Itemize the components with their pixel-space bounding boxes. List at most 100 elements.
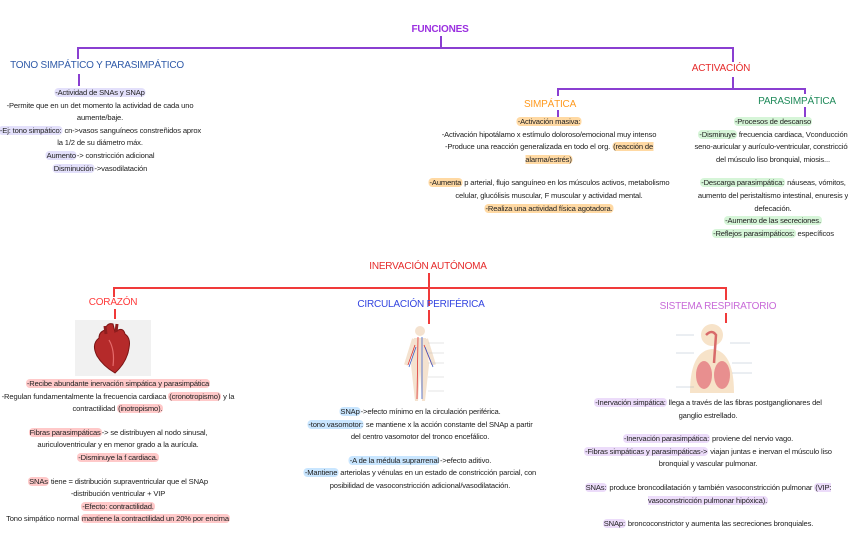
note-text: -Regulan fundamentalmente la frecuencia … (1, 391, 169, 401)
connector-line (77, 47, 733, 49)
note-paragraph: -Ej: tono simpático: cn->vasos sanguíneo… (0, 125, 203, 150)
note-text: ->vasodilatación (94, 163, 148, 173)
highlighted-text: -tono vasomotor: (307, 419, 364, 429)
note-text: produce broncodilatación y también vasoc… (607, 482, 815, 492)
tono-notes: -Actividad de SNAs y SNAp -Permite que en… (0, 87, 203, 175)
spacer (303, 444, 538, 455)
heart-illustration (75, 320, 151, 376)
highlighted-text: -Fibras simpáticas y parasimpáticas-> (584, 446, 709, 456)
connector-line (725, 313, 727, 323)
note-text: ->efecto mínimo en la circulación perifé… (360, 407, 501, 416)
note-text: náuseas, vómitos, aumento del peristalti… (697, 178, 848, 213)
note-paragraph: -Permite que en un det momento la activi… (0, 100, 203, 125)
note-paragraph: SNAs: produce broncodilatación y también… (583, 482, 833, 507)
note-text: y la contractilidad (72, 391, 235, 414)
note-paragraph: -A de la médula suprarrenal->efecto adit… (303, 455, 538, 468)
note-paragraph: -Disminuye la f cardiaca. (0, 452, 237, 465)
note-text: -> constricción adicional (76, 150, 155, 160)
corazon-notes: -Recibe abundante inervación simpática y… (0, 378, 237, 526)
highlighted-text: (cronotropismo) (168, 391, 222, 401)
note-text: -Produce una reacción generalizada en to… (444, 142, 613, 152)
highlighted-text: Aumento (45, 150, 77, 160)
note-paragraph: -Produce una reacción generalizada en to… (427, 141, 672, 166)
spacer (694, 166, 848, 177)
highlighted-text: SNAs: (584, 482, 608, 492)
connector-line (440, 36, 442, 47)
note-text: ->efecto aditivo. (439, 455, 492, 465)
spacer (427, 166, 672, 177)
connector-line (113, 287, 115, 297)
connector-line (557, 88, 559, 96)
connector-line (114, 309, 116, 319)
respiratory-system-illustration (676, 324, 752, 393)
note-paragraph: -Activación masiva: (427, 116, 672, 129)
circulacion-notes: SNAp->efecto mínimo en la circulación pe… (303, 406, 538, 493)
highlighted-text: -Realiza una actividad física agotadora. (484, 203, 614, 213)
connector-line (804, 88, 806, 94)
highlighted-text: SNAp: (602, 519, 626, 529)
highlighted-text: -Recibe abundante inervación simpática y… (25, 379, 211, 388)
highlighted-text: -Ej: tono simpático: (0, 125, 63, 135)
note-text: -Activación hipotálamo x estímulo doloro… (441, 129, 657, 139)
highlighted-text: -Actividad de SNAs y SNAp (54, 88, 146, 97)
simpatica-notes: -Activación masiva: -Activación hipotálam… (427, 116, 672, 215)
connector-line (113, 287, 726, 289)
note-paragraph: SNAs tiene = distribución supraventricul… (0, 476, 237, 489)
note-text: específicos (795, 228, 835, 238)
highlighted-text: mantiene la contractilidad un 20% por en… (80, 514, 230, 524)
note-text: cn->vasos sanguíneos constreñidos aprox … (57, 125, 202, 148)
note-paragraph: Disminución->vasodilatación (0, 163, 203, 176)
highlighted-text: -Reflejos parasimpáticos: (712, 228, 796, 238)
corazon-title: CORAZÓN (88, 297, 138, 308)
highlighted-text: -Efecto: contractilidad. (81, 501, 155, 511)
circulatory-system-illustration (404, 326, 444, 401)
note-paragraph: -Reflejos parasimpáticos: específicos (694, 228, 848, 241)
note-text: arteriolas y vénulas en un estado de con… (329, 468, 537, 490)
note-text: viajan juntas e inervan el músculo liso … (658, 446, 832, 469)
note-paragraph: -Inervación parasimpática: proviene del … (583, 433, 833, 446)
note-text: proviene del nervio vago. (710, 434, 794, 444)
activacion-title: ACTIVACIÓN (691, 63, 751, 74)
note-text: -Permite que en un det momento la activi… (6, 100, 194, 123)
note-text: Tono simpático normal (6, 514, 81, 524)
connector-line (428, 310, 430, 324)
note-paragraph: -Regulan fundamentalmente la frecuencia … (0, 391, 237, 416)
note-paragraph: -Aumenta p arterial, flujo sanguíneo en … (427, 177, 672, 202)
note-paragraph: -tono vasomotor: se mantiene x la acción… (303, 419, 538, 444)
note-text: frecuencia cardiaca, Vconducción seno-au… (694, 129, 848, 164)
highlighted-text: -Aumenta (428, 178, 463, 188)
note-paragraph: -Procesos de descanso (694, 116, 848, 129)
connector-line (732, 77, 734, 88)
note-paragraph: -Aumento de las secreciones. (694, 215, 848, 228)
note-paragraph: -Efecto: contractilidad. (0, 501, 237, 514)
highlighted-text: -Activación masiva: (516, 117, 582, 126)
note-paragraph: -Descarga parasimpática: náuseas, vómito… (694, 177, 848, 215)
note-paragraph: Aumento-> constricción adicional (0, 150, 203, 163)
inervacion-title: INERVACIÓN AUTÓNOMA (369, 261, 487, 272)
spacer (0, 465, 237, 476)
spacer (583, 471, 833, 482)
note-text: tiene = distribución supraventricular qu… (48, 476, 208, 486)
highlighted-text: -Inervación parasimpática: (622, 434, 711, 444)
note-text: se mantiene x la acción constante del SN… (350, 419, 533, 442)
highlighted-text: Fibras parasimpáticas (28, 427, 102, 437)
tono-title: TONO SIMPÁTICO Y PARASIMPÁTICO (10, 60, 184, 71)
highlighted-text: -Mantiene (303, 468, 339, 478)
highlighted-text: -A de la médula suprarrenal (348, 455, 440, 465)
respiratorio-title: SISTEMA RESPIRATORIO (659, 301, 777, 312)
note-paragraph: Tono simpático normal mantiene la contra… (0, 513, 237, 526)
parasimpatica-notes: -Procesos de descanso -Disminuye frecuenc… (694, 116, 848, 240)
connector-line (428, 273, 430, 306)
connector-line (732, 47, 734, 62)
highlighted-text: -Disminuye (698, 129, 737, 139)
note-paragraph: -Disminuye frecuencia cardiaca, Vconducc… (694, 129, 848, 167)
note-paragraph: -Fibras simpáticas y parasimpáticas-> vi… (583, 446, 833, 471)
parasimpatica-title: PARASIMPÁTICA (758, 96, 836, 107)
spacer (583, 422, 833, 433)
note-paragraph: Fibras parasimpáticas-> se distribuyen a… (0, 427, 237, 452)
note-paragraph: -Actividad de SNAs y SNAp (0, 87, 203, 100)
connector-line (725, 287, 727, 300)
highlighted-text: -Procesos de descanso (733, 117, 813, 126)
highlighted-text: (inotropismo). (117, 404, 164, 414)
funciones-title: FUNCIONES (411, 24, 469, 35)
